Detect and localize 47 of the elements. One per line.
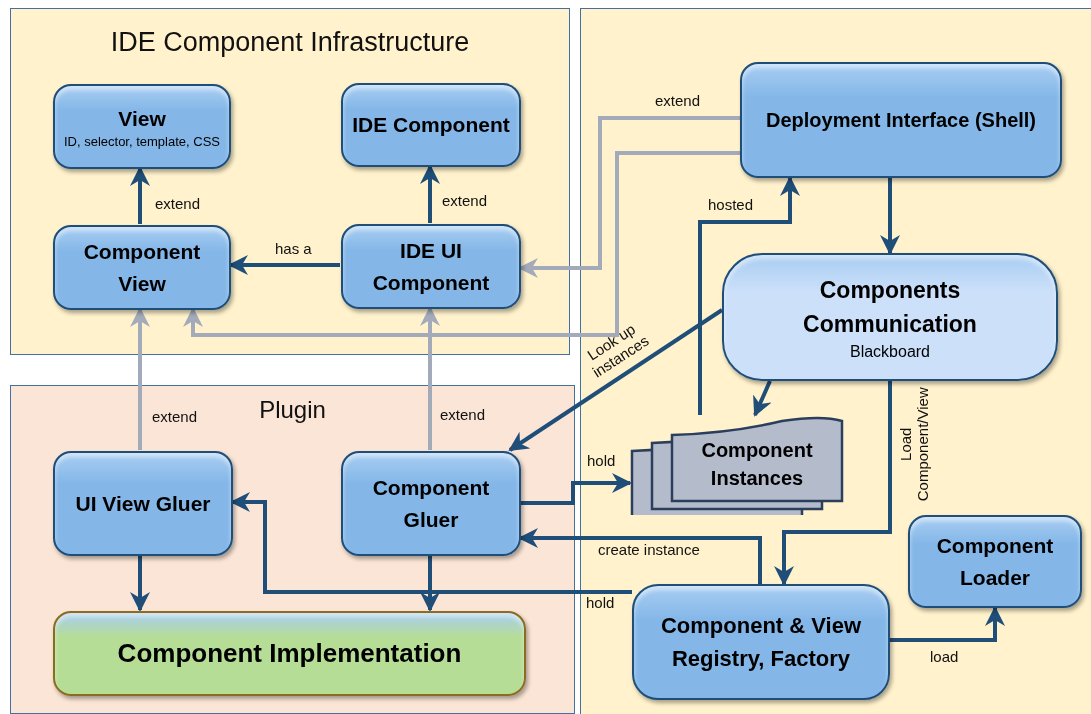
arrow (698, 176, 800, 415)
process-box: Components Communication Blackboard (722, 253, 1058, 381)
document-stack (630, 415, 845, 515)
edge-label: extend (655, 92, 701, 109)
arrow (130, 166, 150, 224)
edge-label: extend (442, 192, 488, 209)
arrow (228, 255, 340, 275)
edge-label: load (930, 648, 959, 665)
arrow (518, 116, 740, 278)
process-box: Component & View Registry, Factory (632, 584, 890, 700)
edge-label: extend (440, 406, 486, 423)
arrow (230, 492, 632, 594)
arrow (880, 178, 900, 255)
panel-heading: IDE Component Infrastructure (110, 27, 470, 58)
arrow (130, 307, 150, 450)
panel-heading: Plugin (259, 396, 326, 424)
node-label: Component Instances (700, 438, 814, 491)
arrow (130, 555, 150, 612)
process-box: IDE Component (341, 83, 521, 167)
edge-label: hosted (708, 196, 754, 213)
arrow (774, 381, 892, 586)
process-box: UI View Gluer (53, 451, 233, 556)
group-panel (10, 8, 570, 355)
process-box: Component Gluer (341, 451, 521, 556)
process-box: View ID, selector, template, CSS (53, 84, 231, 169)
arrow (420, 306, 440, 450)
arrow (890, 606, 1005, 642)
arrow (520, 473, 632, 505)
arrow (420, 555, 440, 612)
arrow (518, 528, 762, 584)
process-box: IDE UI Component (341, 224, 521, 309)
edge-label: create instance (598, 541, 700, 558)
process-box: Component Implementation (53, 611, 526, 696)
process-box: Deployment Interface (Shell) (740, 62, 1062, 178)
edge-label: has a (275, 240, 312, 257)
process-box: Component View (53, 225, 231, 310)
edge-label: extend (155, 195, 201, 212)
edge-label: hold (587, 452, 616, 469)
group-panel (10, 385, 575, 714)
process-box: Component Loader (908, 515, 1082, 608)
edge-label: extend (152, 408, 198, 425)
edge-label: Load Component/View (896, 386, 932, 504)
arrow (420, 164, 440, 223)
arrow (183, 151, 740, 337)
edge-label: hold (586, 594, 615, 611)
arrow (508, 308, 724, 452)
arrow (753, 380, 772, 417)
